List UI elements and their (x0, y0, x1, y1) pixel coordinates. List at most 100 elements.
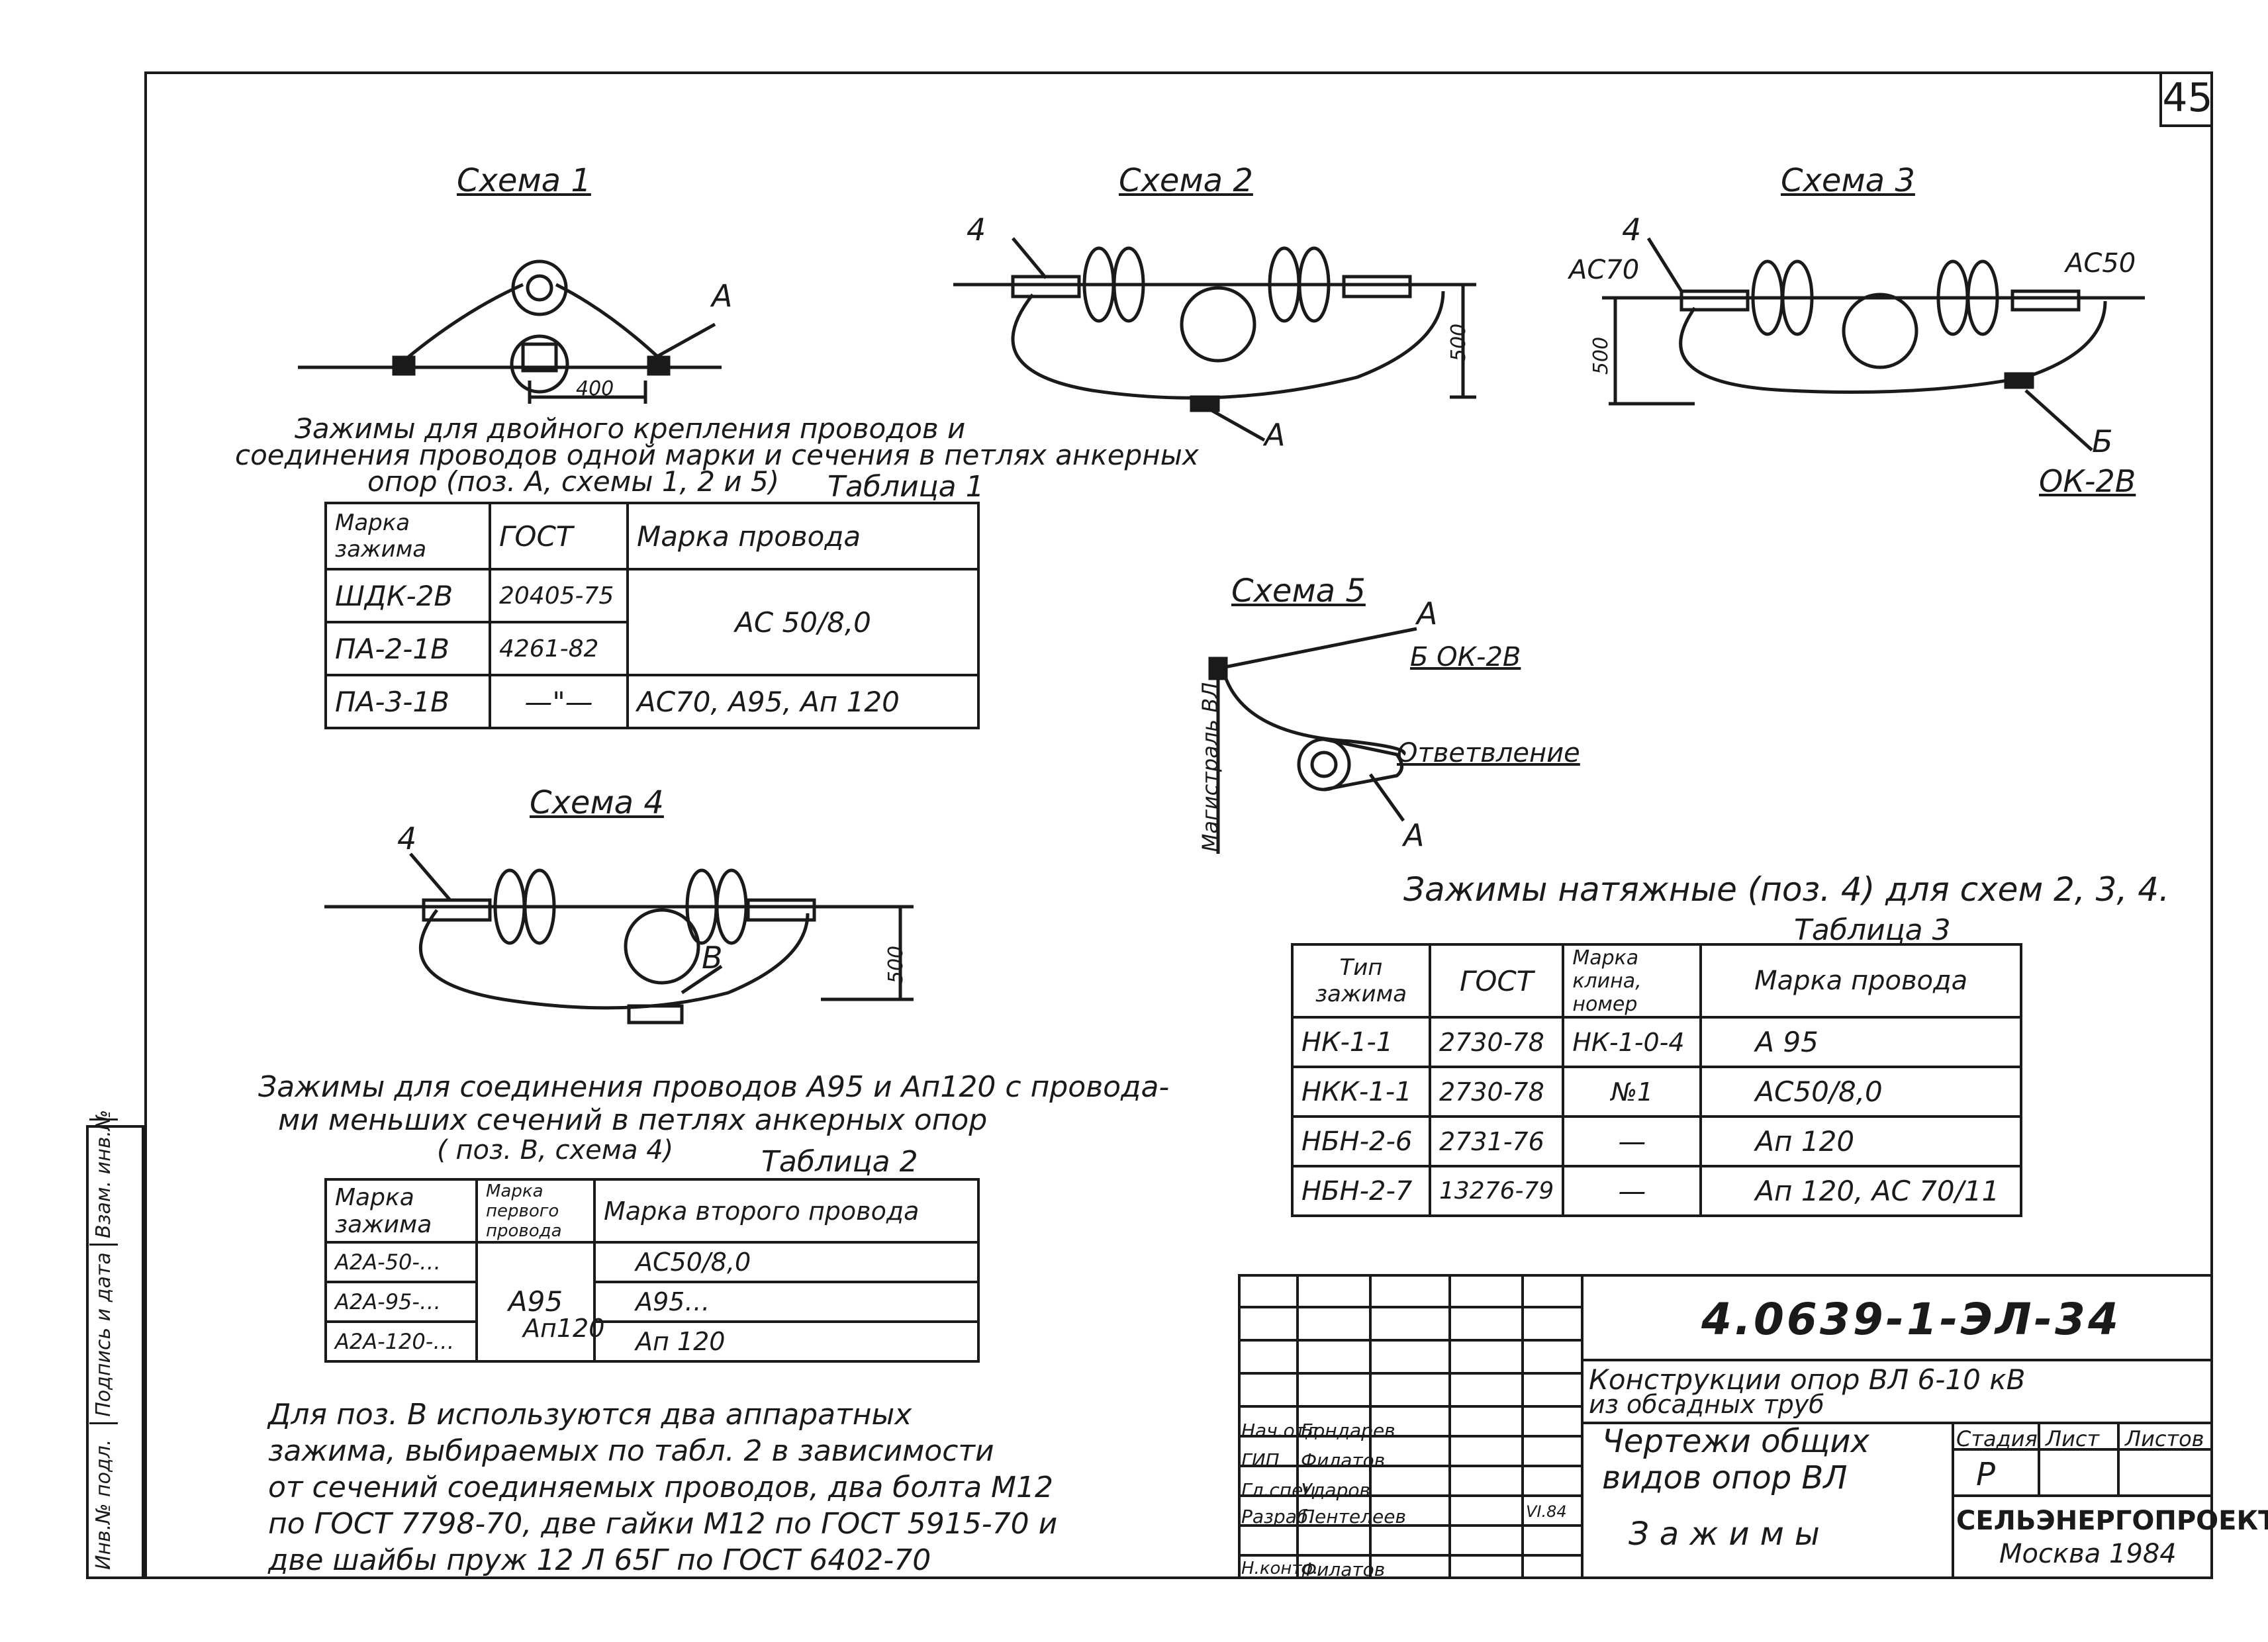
scheme-3-label-ac50: АС50 (2065, 248, 2136, 279)
table-1-cell: ПА-2-1В (324, 621, 491, 676)
organization: СЕЛЬЭНЕРГОПРОЕКТ (1956, 1506, 2268, 1536)
table-3-cell: НК-1-0-4 (1562, 1016, 1703, 1068)
table-3-header: Марка клина, номер (1562, 943, 1703, 1019)
table-1-header: ГОСТ (489, 502, 629, 570)
table-3-cell: НКК-1-1 (1291, 1066, 1431, 1118)
signer-role: Разраб. (1241, 1506, 1315, 1528)
scheme-3-dimension: 500 (1589, 336, 1613, 375)
table-2-second-first-wire: Ап120 (523, 1314, 605, 1343)
table-1-caption-1: Зажимы для двойного крепления проводов и (295, 412, 966, 445)
page-number: 45 (2159, 71, 2213, 127)
table-3-cell: — (1562, 1165, 1703, 1217)
signer-name: Пентелеев (1301, 1506, 1406, 1528)
table-1-cell: —"— (489, 674, 629, 729)
table-3: Тип зажима ГОСТ Марка клина, номер Марка… (1291, 943, 2022, 1217)
table-2-caption-3: ( поз. В, схема 4) (437, 1135, 674, 1165)
scheme-5-label-branch: Ответвление (1397, 738, 1580, 768)
table-3-cell: №1 (1562, 1066, 1703, 1118)
table-1-cell: ПА-3-1В (324, 674, 491, 729)
scheme-3-label-ok: ОК-2В (2039, 463, 2136, 499)
scheme-5-label-a2: А (1403, 817, 1425, 853)
scheme-1-dimension: 400 (576, 377, 614, 400)
scheme-4-label-v: В (702, 940, 723, 976)
note-line-2: зажима, выбираемых по табл. 2 в зависимо… (268, 1434, 994, 1468)
table-1-header: Марка зажима (324, 502, 491, 570)
table-3-cell: — (1562, 1115, 1703, 1167)
scheme-2-title: Схема 2 (1119, 162, 1253, 199)
scheme-3-label-b: Б (2092, 424, 2113, 459)
scheme-2-label-4: 4 (967, 212, 986, 248)
table-2-cell: А2А-50-… (324, 1241, 478, 1283)
table-3-caption: Зажимы натяжные (поз. 4) для схем 2, 3, … (1403, 870, 2169, 909)
signer-name: Филатов (1301, 1559, 1386, 1580)
table-1: Марка зажима ГОСТ Марка провода ШДК-2В 2… (324, 502, 980, 729)
table-2-caption-1: Зажимы для соединения проводов А95 и Ап1… (258, 1070, 1170, 1104)
scheme-4-dimension: 500 (884, 945, 908, 984)
scheme-2-label-a: А (1264, 417, 1286, 453)
note-line-4: по ГОСТ 7798-70, две гайки М12 по ГОСТ 5… (268, 1507, 1058, 1541)
table-3-header: Тип зажима (1291, 943, 1431, 1019)
table-2-cell: А95 (475, 1241, 596, 1363)
table-3-cell: 2730-78 (1428, 1066, 1565, 1118)
table-2-header: Марка первого провода (475, 1178, 596, 1244)
col-sheet: Лист (2046, 1426, 2100, 1451)
table-3-header: ГОСТ (1428, 943, 1565, 1019)
drawing-frame (144, 71, 2213, 1579)
drawing-title-2: видов опор ВЛ (1602, 1459, 1848, 1496)
scheme-2-drawing (953, 237, 1476, 442)
table-3-cell: НБН-2-6 (1291, 1115, 1431, 1167)
drawing-code: 4.0639-1-ЭЛ-34 (1701, 1294, 2121, 1345)
table-3-cell: Ап 120 (1699, 1115, 2022, 1167)
table-2-cell: А2А-120-… (324, 1320, 478, 1363)
table-1-cell: 4261-82 (489, 621, 629, 676)
table-1-caption-2: соединения проводов одной марки и сечени… (235, 439, 1199, 471)
stage-value: Р (1976, 1456, 1995, 1493)
signer-name: Бондарев (1301, 1420, 1395, 1441)
scheme-3-drawing (1602, 237, 2145, 451)
table-3-name: Таблица 3 (1794, 913, 1951, 947)
title-block (1238, 1274, 2213, 1579)
table-3-cell: 13276-79 (1428, 1165, 1565, 1217)
scheme-4-drawing (324, 852, 914, 1025)
date: VI.84 (1526, 1502, 1567, 1521)
scheme-5-label-main: Магистраль ВЛ (1198, 682, 1223, 852)
signer-role: Гл.спец. (1241, 1479, 1322, 1501)
table-3-cell: НК-1-1 (1291, 1016, 1431, 1068)
title-block-grid (1238, 1274, 2213, 1579)
table-3-cell: Ап 120, АС 70/11 (1699, 1165, 2022, 1217)
table-3-header: Марка провода (1699, 943, 2022, 1019)
scheme-3-label-4: 4 (1622, 212, 1642, 248)
table-3-cell: А 95 (1699, 1016, 2022, 1068)
table-3-cell: АС50/8,0 (1699, 1066, 2022, 1118)
drawing-title-1: Чертежи общих (1602, 1423, 1869, 1460)
table-2-header: Марка зажима (324, 1178, 478, 1244)
table-1-caption-3: опор (поз. А, схемы 1, 2 и 5) (367, 465, 780, 498)
note-line-5: две шайбы пруж 12 Л 65Г по ГОСТ 6402-70 (268, 1543, 931, 1577)
table-2-header: Марка второго провода (593, 1178, 980, 1244)
table-2: Марка зажима Марка первого провода Марка… (324, 1178, 980, 1363)
signer-name: Ударов (1301, 1479, 1370, 1501)
signer-role: Н.контр. (1241, 1559, 1319, 1578)
table-3-cell: 2730-78 (1428, 1016, 1565, 1068)
table-2-cell: А95… (593, 1281, 980, 1323)
signer-role: Нач.отд. (1241, 1420, 1325, 1441)
scheme-4-label-4: 4 (397, 821, 417, 856)
table-2-caption-2: ми меньших сечений в петлях анкерных опо… (278, 1103, 988, 1137)
table-1-cell: ШДК-2В (324, 568, 491, 623)
scheme-4-title: Схема 4 (530, 784, 664, 821)
table-2-name: Таблица 2 (761, 1145, 918, 1179)
side-stamp-band (86, 1125, 144, 1579)
signer-name: Филатов (1301, 1449, 1386, 1471)
table-1-cell: АС70, А95, Ап 120 (626, 674, 980, 729)
signer-role: ГИП (1241, 1449, 1280, 1471)
table-1-name: Таблица 1 (827, 470, 984, 504)
scheme-1-drawing (298, 259, 722, 404)
scheme-5-label-a1: А (1417, 596, 1438, 631)
note-line-1: Для поз. В используются два аппаратных (268, 1398, 912, 1432)
col-sheets: Листов (2125, 1426, 2204, 1451)
note-line-3: от сечений соединяемых проводов, два бол… (268, 1471, 1054, 1504)
table-1-cell: 20405-75 (489, 568, 629, 623)
table-2-cell: Ап 120 (593, 1320, 980, 1363)
table-2-cell: А2А-95-… (324, 1281, 478, 1323)
